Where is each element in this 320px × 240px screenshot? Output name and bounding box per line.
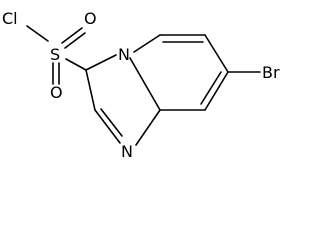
atom-o-top-label: O [84,9,97,28]
atom-n-imidazole-label: N [121,142,133,161]
bond-c7-c8-inner [200,71,222,105]
bond-c6-c7 [204,34,229,73]
atom-n-bridge-label: N [118,45,130,64]
bond-set [26,25,261,146]
bond-n1-c8a [135,109,161,146]
bond-c7-c8 [204,71,229,111]
bond-c8a-n-bridge [129,57,161,111]
atom-cl-label: Cl [2,9,18,28]
bond-s-c3 [65,58,87,71]
bond-c2-n1 [94,109,121,144]
bond-c3-n-bridge [85,54,117,71]
atom-o-bottom-label: O [50,83,63,102]
bond-c2-n1-inner [100,108,123,137]
atom-s-label: S [50,45,60,64]
atom-br-label: Br [262,63,280,82]
bond-s-o-top-a [61,27,83,44]
bond-cl-s [26,25,49,42]
bond-c3-c2 [85,69,96,111]
bond-n-bridge-c5 [133,34,161,53]
molecule-structure-diagram: Cl S O O N N Br [2,9,280,161]
bond-s-o-top-b [64,32,86,49]
